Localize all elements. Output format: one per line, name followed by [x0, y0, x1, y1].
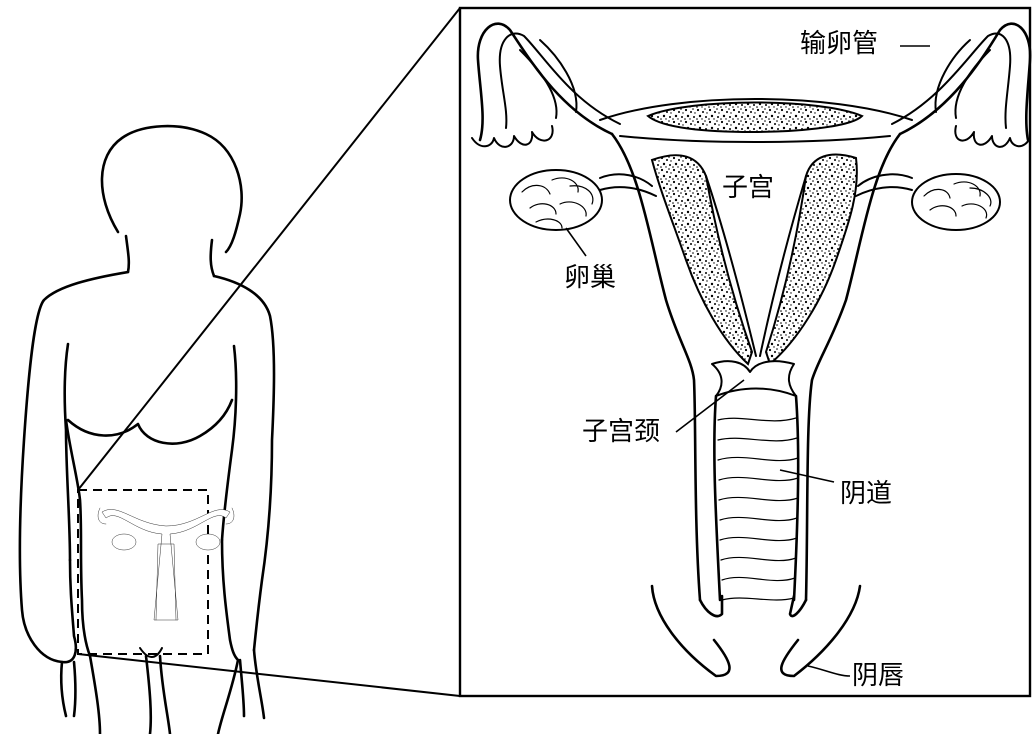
left-ovary: [510, 170, 602, 230]
head-outline: [102, 126, 242, 252]
leg-gap-left: [146, 656, 151, 734]
right-ovary: [912, 174, 1000, 230]
right-arm-outer: [214, 276, 274, 650]
neck-right: [211, 240, 214, 276]
zoom-line-top: [78, 8, 460, 490]
zoom-line-bottom: [78, 654, 460, 696]
zoom-region-box: [78, 490, 208, 654]
neck-left: [126, 236, 129, 272]
label-labia: 阴唇: [852, 661, 904, 691]
uterine-fundus: [648, 103, 862, 133]
breast-line: [68, 400, 232, 444]
left-arm-inner: [65, 344, 70, 560]
crotch-curve: [140, 648, 162, 657]
label-ovary: 卵巢: [564, 263, 616, 293]
label-uterus: 子宫: [722, 173, 774, 203]
leg-gap-right: [160, 656, 170, 734]
left-hand: [61, 662, 75, 716]
label-vagina: 阴道: [840, 479, 892, 509]
right-hand: [240, 650, 264, 718]
left-leg: [90, 656, 100, 734]
uterus-thumbnail: [98, 508, 234, 620]
label-fallopian-tube: 输卵管: [800, 29, 878, 59]
torso-right: [222, 540, 238, 660]
label-cervix: 子宫颈: [582, 417, 660, 447]
woman-silhouette: [20, 126, 274, 734]
